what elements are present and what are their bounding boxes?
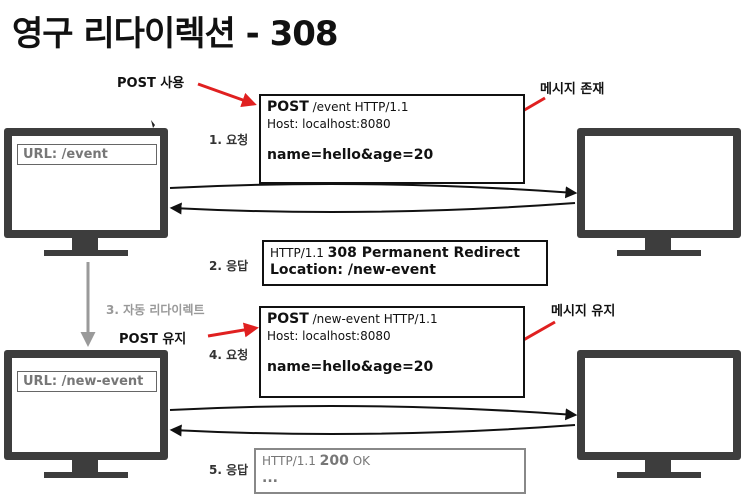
request1-host: Host: localhost:8080 [267,117,391,131]
request1-method: POST [267,99,309,115]
response2-arrow [169,202,576,215]
response5-status-prefix: HTTP/1.1 [262,454,320,468]
request4-method: POST [267,311,309,327]
response5-label: 5. 응답 [209,463,249,477]
request4-message-box: POST /new-event HTTP/1.1 Host: localhost… [259,306,525,398]
response2-label: 2. 응답 [209,259,249,273]
server-monitor-bottom [577,350,741,478]
request4-body: name=hello&age=20 [267,359,434,375]
request1-line: /event HTTP/1.1 [308,100,409,114]
client-url-text-top: URL: /event [23,147,108,162]
response2-status: 308 Permanent Redirect [327,245,520,261]
cursor-icon [151,120,155,128]
response5-message-box: HTTP/1.1 200 OK ... [254,448,526,494]
request4-line: /new-event HTTP/1.1 [308,312,438,326]
response2-message-box: HTTP/1.1 308 Permanent Redirect Location… [262,240,548,286]
request1-body: name=hello&age=20 [267,147,434,163]
page-title: 영구 리다이렉션 - 308 [12,14,339,54]
post-use-label: POST 사용 [117,76,185,91]
response5-status-code: 200 [319,453,349,469]
response2-status-prefix: HTTP/1.1 [270,246,328,260]
message-keep-label: 메시지 유지 [551,304,616,319]
response5-arrow [169,424,576,437]
auto-redirect-label: 3. 자동 리다이렉트 [106,303,205,317]
response5-ellipsis: ... [262,470,278,486]
request1-arrow [169,183,578,199]
response5-status-text: OK [348,454,371,468]
post-use-arrow [197,82,257,108]
request4-host: Host: localhost:8080 [267,329,391,343]
request4-label: 4. 요청 [209,348,249,362]
request1-message-box: POST /event HTTP/1.1 Host: localhost:808… [259,94,525,184]
client-monitor-bottom [4,350,168,478]
response2-location: Location: /new-event [270,262,436,278]
client-url-bar-bottom[interactable]: URL: /new-event [17,371,157,392]
post-keep-arrow [207,322,259,338]
server-monitor-top [577,128,741,256]
client-url-text-bottom: URL: /new-event [23,374,144,389]
client-url-bar-top[interactable]: URL: /event [17,144,157,165]
post-keep-label: POST 유지 [119,332,187,347]
message-exists-label: 메시지 존재 [540,82,605,97]
request4-arrow [169,405,578,421]
request1-label: 1. 요청 [209,133,249,147]
